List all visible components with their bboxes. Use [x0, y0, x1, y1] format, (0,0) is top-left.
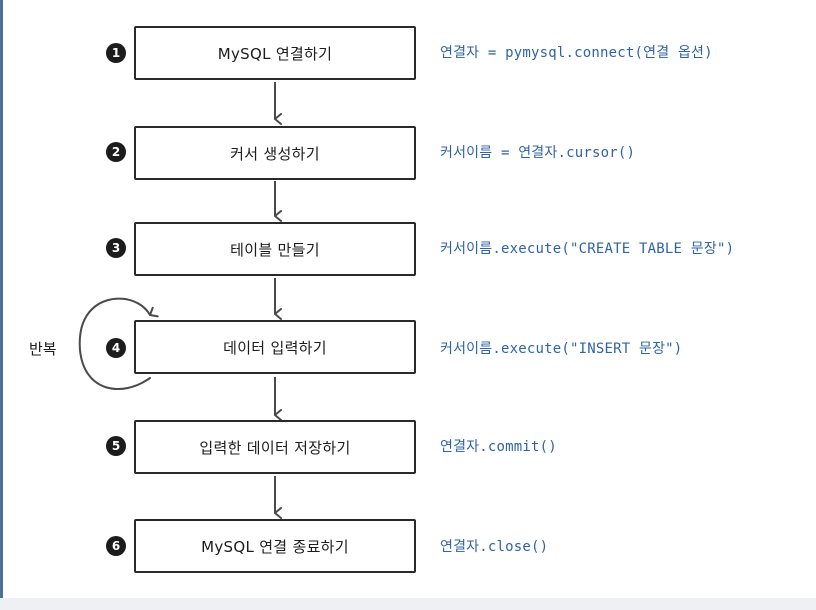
- step-4-number-badge: 4: [106, 338, 126, 358]
- step-4-box: 데이터 입력하기: [134, 320, 416, 374]
- step-2-label: 커서 생성하기: [230, 144, 320, 163]
- left-edge-rule: [0, 0, 3, 610]
- step-3-box: 테이블 만들기: [134, 222, 416, 276]
- step-4-code: 커서이름.execute("INSERT 문장"): [440, 341, 683, 357]
- step-5-label: 입력한 데이터 저장하기: [199, 438, 351, 457]
- step-3-label: 테이블 만들기: [230, 240, 320, 259]
- step-6-number-badge: 6: [106, 536, 126, 556]
- step-1-label: MySQL 연결하기: [217, 44, 333, 63]
- step-1-code: 연결자 = pymysql.connect(연결 옵션): [440, 45, 713, 61]
- step-3-code: 커서이름.execute("CREATE TABLE 문장"): [440, 241, 735, 257]
- bottom-band: [0, 598, 816, 610]
- step-1-box: MySQL 연결하기: [134, 26, 416, 80]
- step-6-label: MySQL 연결 종료하기: [201, 537, 349, 556]
- step-2-number-badge: 2: [106, 142, 126, 162]
- step-4-label: 데이터 입력하기: [223, 338, 327, 357]
- step-2-box: 커서 생성하기: [134, 126, 416, 180]
- step-1-number-badge: 1: [106, 43, 126, 63]
- step-2-code: 커서이름 = 연결자.cursor(): [440, 145, 636, 161]
- repeat-loop-arrow: [78, 297, 159, 391]
- step-6-box: MySQL 연결 종료하기: [134, 519, 416, 573]
- step-5-code: 연결자.commit(): [440, 439, 557, 455]
- step-5-number-badge: 5: [106, 436, 126, 456]
- step-5-box: 입력한 데이터 저장하기: [134, 420, 416, 474]
- step-6-code: 연결자.close(): [440, 539, 549, 555]
- repeat-label: 반복: [29, 340, 57, 358]
- step-3-number-badge: 3: [106, 238, 126, 258]
